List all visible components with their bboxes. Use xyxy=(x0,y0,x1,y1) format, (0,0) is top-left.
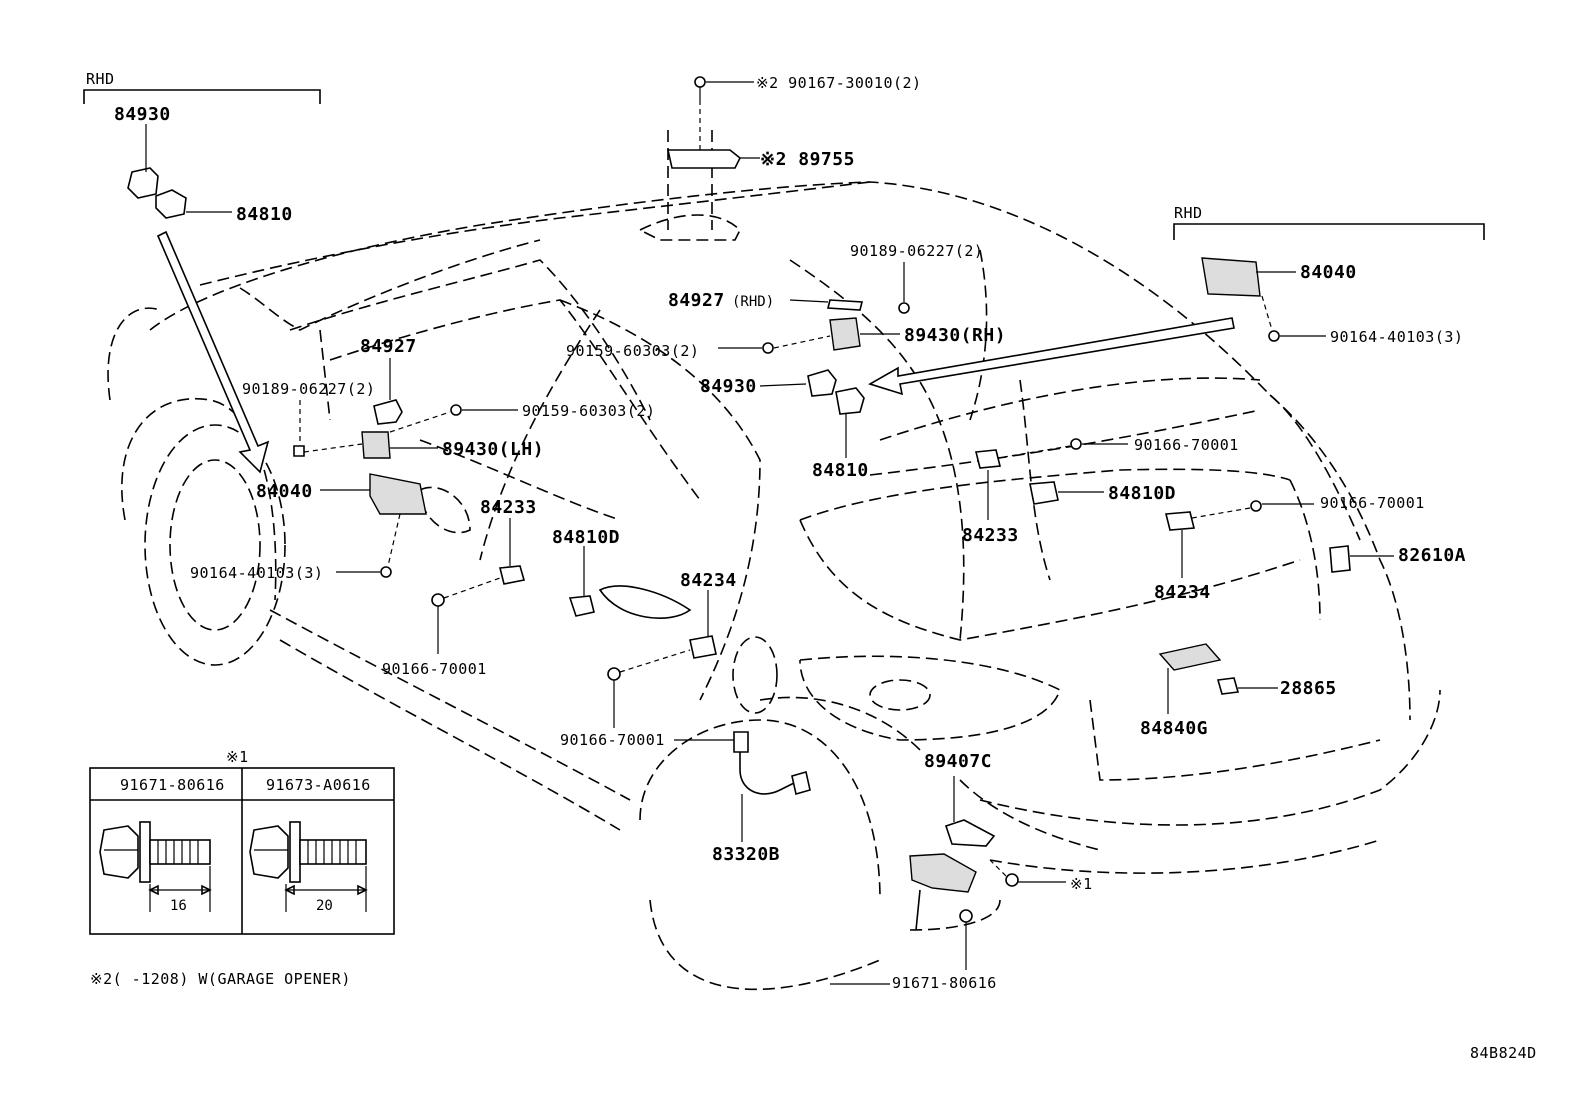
label-84927-rhd: 84927 xyxy=(668,290,725,311)
label-84810d-right: 84810D xyxy=(1108,483,1176,504)
label-90159-left: 90159-60303(2) xyxy=(522,402,655,420)
label-90166-right1: 90166-70001 xyxy=(1134,436,1239,454)
label-84930-top: 84930 xyxy=(114,104,171,125)
diagram-id: 84B824D xyxy=(1470,1044,1537,1062)
label-84810-center: 84810 xyxy=(812,460,869,481)
sensor-84810-top-shape xyxy=(155,189,187,219)
rhd-label-right: RHD xyxy=(1174,204,1203,222)
inset-header: ※1 xyxy=(226,748,249,766)
rhd-bracket-right: RHD xyxy=(1173,204,1485,240)
label-84927-rhd-suffix: (RHD) xyxy=(732,294,774,310)
label-84040-left: 84040 xyxy=(256,481,313,502)
label-82610a: 82610A xyxy=(1398,545,1466,566)
inset-col2-part: 91673-A0616 xyxy=(266,776,371,794)
label-91671: 91671-80616 xyxy=(892,974,997,992)
part-shapes xyxy=(127,76,1351,931)
label-84234-center: 84234 xyxy=(680,570,737,591)
label-90167: ※2 90167-30010(2) xyxy=(756,74,922,92)
label-84927-left: 84927 xyxy=(360,336,417,357)
label-84040-right: 84040 xyxy=(1300,262,1357,283)
car-body-outline xyxy=(107,130,1441,991)
label-90166-center: 90166-70001 xyxy=(560,731,665,749)
inset-col1-part: 91671-80616 xyxy=(120,776,225,794)
label-84930-center: 84930 xyxy=(700,376,757,397)
part-labels: 84930 84810 ※2 90167-30010(2) ※2 89755 9… xyxy=(114,74,1466,992)
label-28865: 28865 xyxy=(1280,678,1337,699)
inset-col1-dim: 16 xyxy=(170,898,187,914)
leader-lines xyxy=(145,81,1394,985)
label-90166-right2: 90166-70001 xyxy=(1320,494,1425,512)
label-90166-left: 90166-70001 xyxy=(382,660,487,678)
label-90189-left: 90189-06227(2) xyxy=(242,380,375,398)
label-83320b: 83320B xyxy=(712,844,780,865)
label-89430-rh: 89430(RH) xyxy=(904,325,1006,346)
label-84810-top: 84810 xyxy=(236,204,293,225)
direction-arrows xyxy=(156,230,1235,474)
footnote: ※2( -1208) W(GARAGE OPENER) xyxy=(90,970,351,988)
bolt-inset-table: ※1 91671-80616 91673-A0616 16 xyxy=(89,748,395,935)
label-90159-center: 90159-60303(2) xyxy=(566,342,699,360)
label-90189-right: 90189-06227(2) xyxy=(850,242,983,260)
sensor-84930-top-shape xyxy=(127,167,159,199)
label-84840g: 84840G xyxy=(1140,718,1208,739)
label-84234-right: 84234 xyxy=(1154,582,1211,603)
inset-col2-dim: 20 xyxy=(316,898,333,914)
label-note1: ※1 xyxy=(1070,875,1093,893)
bolt-20-icon: 20 xyxy=(249,821,368,914)
label-84233-left: 84233 xyxy=(480,497,537,518)
label-84233-right: 84233 xyxy=(962,525,1019,546)
rhd-label-left: RHD xyxy=(86,70,115,88)
label-89430-lh: 89430(LH) xyxy=(442,439,544,460)
label-90164-left: 90164-40103(3) xyxy=(190,564,323,582)
label-89755: ※2 89755 xyxy=(760,149,855,170)
label-90164-right: 90164-40103(3) xyxy=(1330,328,1463,346)
bolt-16-icon: 16 xyxy=(99,821,212,914)
rhd-bracket-left: RHD xyxy=(83,70,321,104)
label-89407c: 89407C xyxy=(924,751,992,772)
label-84810d-left: 84810D xyxy=(552,527,620,548)
